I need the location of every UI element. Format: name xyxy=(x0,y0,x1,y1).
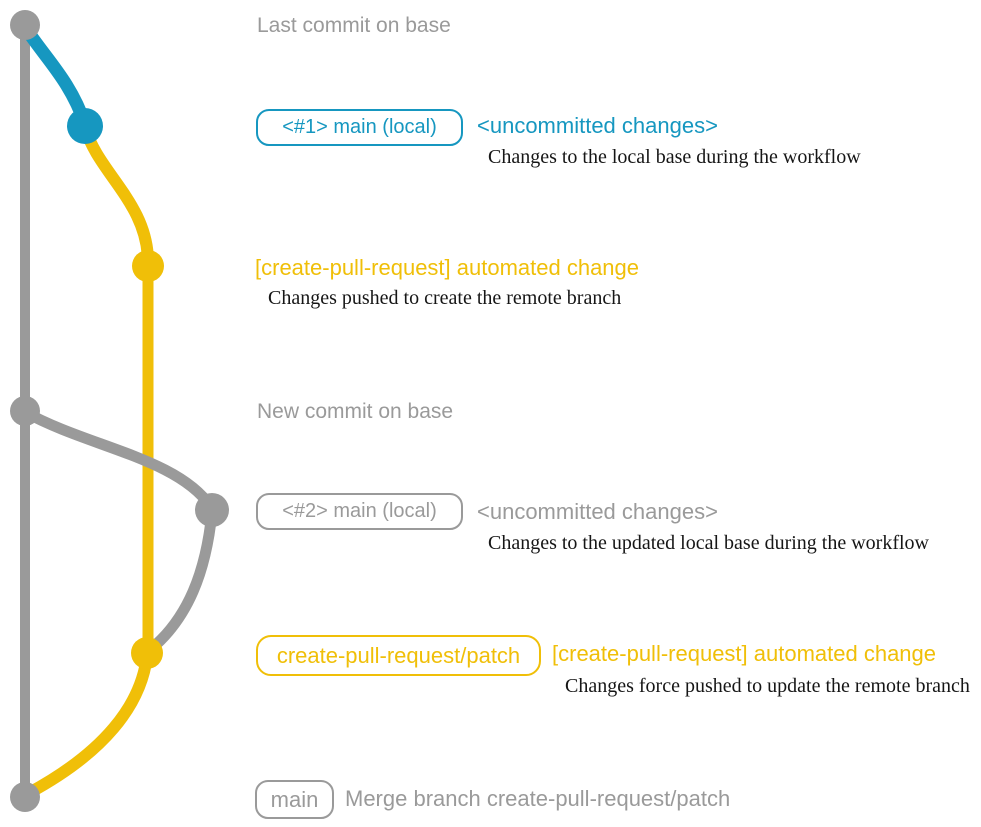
branch-pill-main-local-2-label: <#2> main (local) xyxy=(282,500,437,522)
commit-node-merge xyxy=(10,782,40,812)
commit-node-local-main-1 xyxy=(67,108,103,144)
branch-pill-main-local-1-label: <#1> main (local) xyxy=(282,116,437,138)
note-push-create-remote: Changes pushed to create the remote bran… xyxy=(268,287,622,309)
label-uncommitted-changes-2: <uncommitted changes> xyxy=(477,499,718,524)
edge-local-main-2 xyxy=(22,407,216,511)
branch-pill-main-local-1: <#1> main (local) xyxy=(256,109,463,146)
note-force-push-update-remote: Changes force pushed to update the remot… xyxy=(565,675,970,697)
commit-node-last-base xyxy=(10,10,40,40)
commit-node-automated-change-1 xyxy=(132,250,164,282)
edge-push-branch xyxy=(79,125,154,263)
commit-node-local-main-2 xyxy=(195,493,229,527)
edge-local-main-1 xyxy=(19,23,92,127)
edge-force-push xyxy=(147,511,218,654)
note-local-base-changes-1: Changes to the local base during the wor… xyxy=(488,146,861,168)
label-automated-change-1: [create-pull-request] automated change xyxy=(255,255,640,280)
branch-pill-main: main xyxy=(255,780,334,819)
note-local-base-changes-2: Changes to the updated local base during… xyxy=(488,532,929,554)
label-new-commit-on-base: New commit on base xyxy=(257,400,454,423)
branch-pill-create-pull-request-patch: create-pull-request/patch xyxy=(256,635,541,676)
edge-merge-to-base xyxy=(26,655,153,799)
label-automated-change-2: [create-pull-request] automated change xyxy=(552,641,937,666)
commit-node-new-base xyxy=(10,396,40,426)
branch-pill-main-label: main xyxy=(270,786,319,812)
label-last-commit-on-base: Last commit on base xyxy=(257,14,451,37)
label-uncommitted-changes-1: <uncommitted changes> xyxy=(477,113,718,138)
branch-pill-main-local-2: <#2> main (local) xyxy=(256,493,463,530)
label-merge-branch: Merge branch create-pull-request/patch xyxy=(345,786,731,811)
commit-node-automated-change-2 xyxy=(131,637,163,669)
branch-pill-create-pull-request-patch-label: create-pull-request/patch xyxy=(276,642,521,668)
